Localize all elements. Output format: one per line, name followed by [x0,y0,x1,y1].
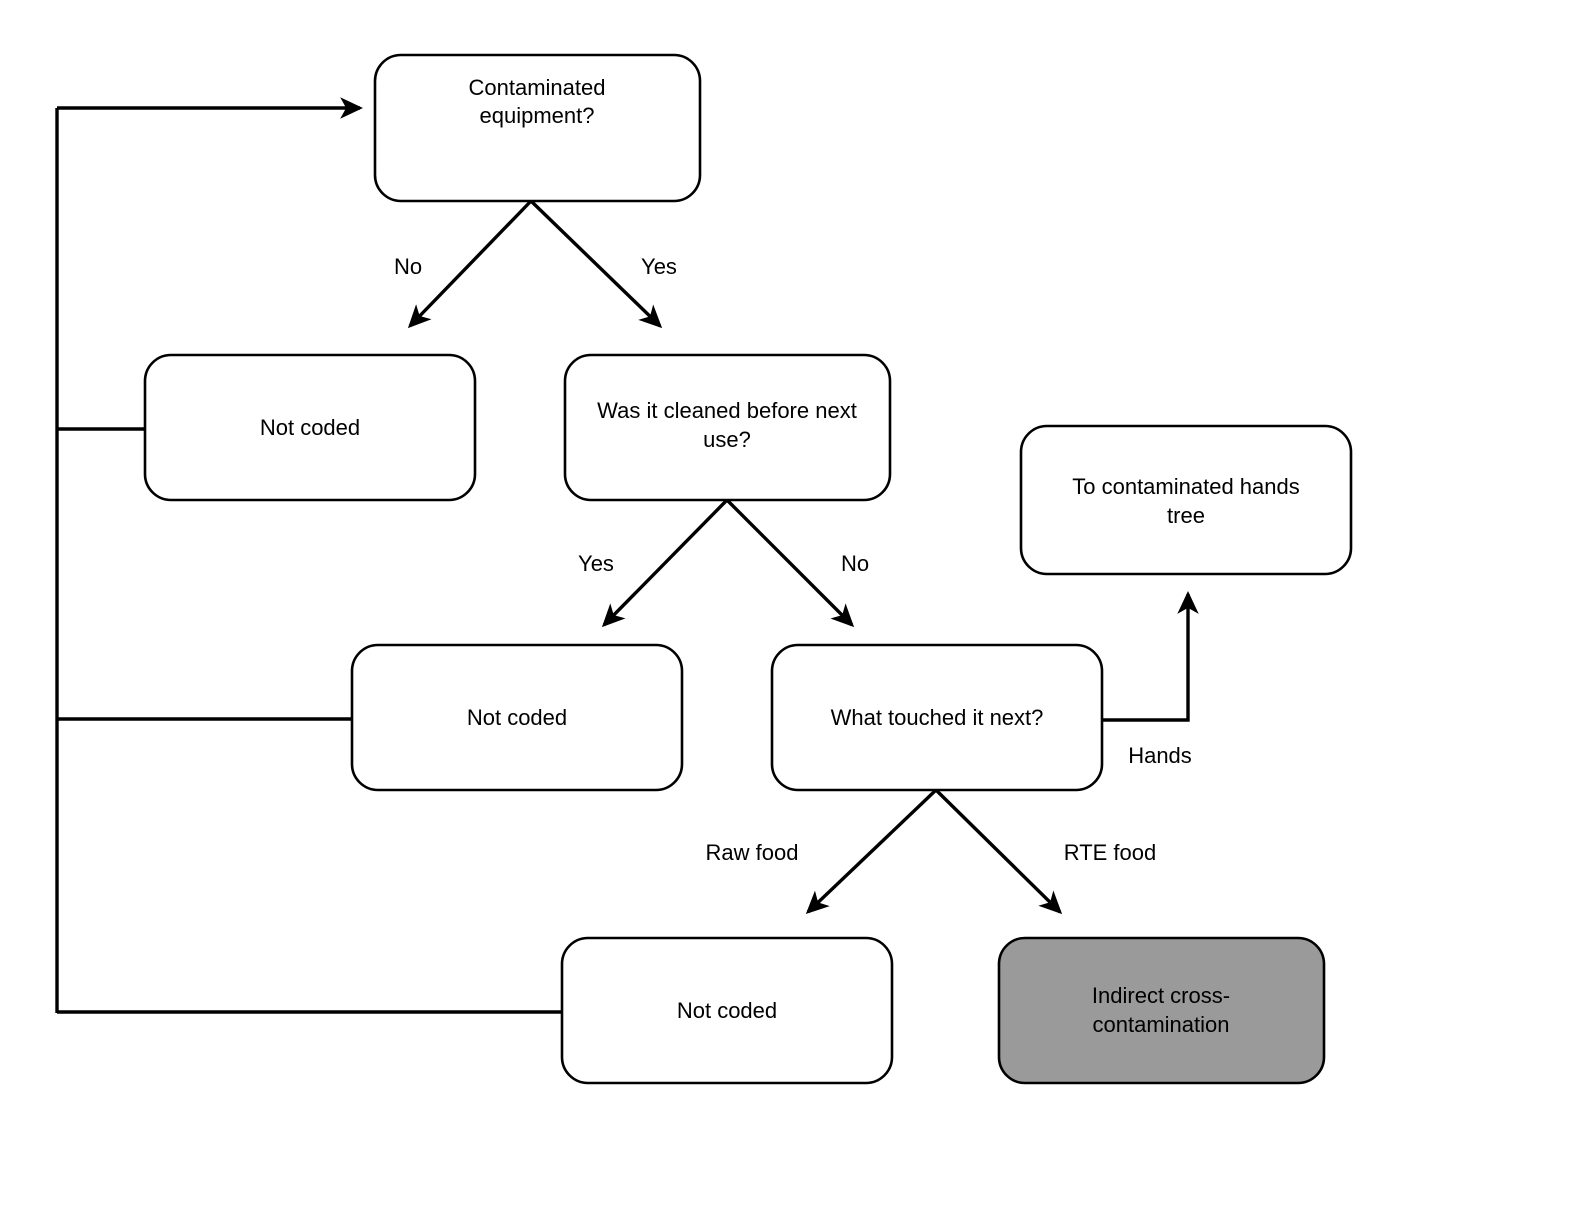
node-not-coded-2-shape[interactable] [350,643,684,792]
edge-label-yes-2: Yes [578,551,614,576]
node-was-it-cleaned[interactable]: Was it cleaned before next use? [563,353,892,502]
node-to-contaminated-hands-tree-shape[interactable] [1019,424,1353,576]
edge-was-it-cleaned-yes [601,498,729,628]
node-not-coded-2[interactable]: Not coded [350,643,684,792]
node-contaminated-equipment-shape[interactable] [373,53,702,203]
edge-what-touched-it-next-rte-food [934,788,1063,915]
edge-label-yes-1: Yes [641,254,677,279]
edge-what-touched-it-next-hands [1102,591,1199,722]
node-to-contaminated-hands-tree-label-line2: tree [1167,503,1205,528]
node-contaminated-equipment-label-line2: equipment? [480,103,595,128]
node-was-it-cleaned-shape[interactable] [563,353,892,502]
node-indirect-cross-contamination-label-line1: Indirect cross- [1092,983,1230,1008]
node-contaminated-equipment[interactable]: Contaminated equipment? [373,53,702,203]
edge-contaminated-equipment-yes [529,199,663,329]
edge-contaminated-equipment-no [407,199,533,329]
node-what-touched-it-next-label: What touched it next? [831,705,1044,730]
node-was-it-cleaned-label-line1: Was it cleaned before next [597,398,857,423]
node-what-touched-it-next-shape[interactable] [770,643,1104,792]
node-not-coded-2-label: Not coded [467,705,567,730]
node-indirect-cross-contamination[interactable]: Indirect cross- contamination [997,936,1326,1085]
node-not-coded-3[interactable]: Not coded [560,936,894,1085]
edge-what-touched-it-next-raw-food [805,788,938,915]
node-not-coded-3-shape[interactable] [560,936,894,1085]
node-not-coded-1-label: Not coded [260,415,360,440]
node-to-contaminated-hands-tree-label-line1: To contaminated hands [1072,474,1300,499]
node-contaminated-equipment-label-line1: Contaminated [469,75,606,100]
edge-label-no-1: No [394,254,422,279]
edge-label-hands: Hands [1128,743,1192,768]
node-what-touched-it-next[interactable]: What touched it next? [770,643,1104,792]
edge-label-rte-food: RTE food [1064,840,1157,865]
node-indirect-cross-contamination-label-line2: contamination [1093,1012,1230,1037]
node-not-coded-1-shape[interactable] [143,353,477,502]
node-not-coded-1[interactable]: Not coded [143,353,477,502]
node-not-coded-3-label: Not coded [677,998,777,1023]
edge-was-it-cleaned-no [725,498,855,628]
node-was-it-cleaned-label-line2: use? [703,427,751,452]
node-to-contaminated-hands-tree[interactable]: To contaminated hands tree [1019,424,1353,576]
edge-label-no-2: No [841,551,869,576]
edge-label-raw-food: Raw food [706,840,799,865]
node-indirect-cross-contamination-shape[interactable] [997,936,1326,1085]
